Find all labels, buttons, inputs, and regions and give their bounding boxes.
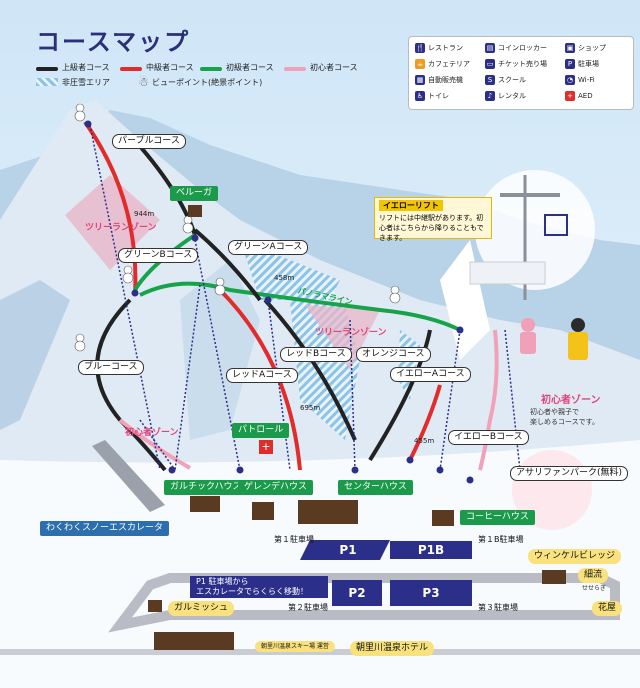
legend-intermediate: 中級者コース	[146, 63, 194, 72]
winkel-village-label: ウィンケルビレッジ	[528, 549, 622, 564]
hotel-label: 朝里川温泉ホテル	[350, 641, 435, 656]
facility-item: ♿トイレ	[415, 91, 449, 101]
hotel-building-icon	[154, 632, 234, 650]
vending-icon: ▦	[415, 75, 425, 85]
wifi-icon: ◔	[565, 75, 575, 85]
building-center: センターハウス	[338, 480, 413, 495]
zone-tree-run-1: ツリーランゾーン	[85, 223, 157, 233]
galchick-house-icon	[190, 496, 220, 512]
parking-lot-2-label: 第２駐車場	[288, 603, 328, 612]
novice-zone-description: 初心者や親子で 楽しめるコースです。	[530, 408, 599, 426]
course-label-orange: オレンジコース	[356, 347, 431, 362]
facility-item: ◔Wi-Fi	[565, 75, 595, 85]
legend-advanced: 上級者コース	[62, 63, 110, 72]
building-galchick: ガルチックハウス	[164, 480, 248, 495]
facility-item: 🍴レストラン	[415, 43, 463, 53]
p1-escalator-note: P1 駐車場から エスカレータでらくらく移動！	[190, 576, 328, 598]
aed-icon: +	[565, 91, 575, 101]
legend-intermediate-swatch	[120, 67, 142, 71]
course-label-green-a: グリーンAコース	[228, 240, 309, 255]
parking-lot-1b-label: 第１B駐車場	[478, 535, 524, 544]
rental-icon: ♪	[485, 91, 495, 101]
zone-novice-2: 初心者ゾーン	[541, 395, 601, 406]
legend-ungroomed-swatch	[36, 78, 58, 86]
hosoryu-sub-label: せせらぎ	[582, 585, 607, 592]
ticket-icon: ▭	[485, 59, 495, 69]
elevation-455: 455m	[414, 437, 435, 445]
parking-p1b: P1B	[390, 541, 472, 559]
parking-p1: P1	[318, 541, 378, 559]
elevation-695: 695m	[300, 404, 321, 412]
parking-lot-1-label: 第１駐車場	[274, 535, 314, 544]
legend-novice: 初心者コース	[310, 63, 358, 72]
course-label-yellow-b: イエローBコース	[448, 430, 529, 445]
legend-novice-swatch	[284, 67, 306, 71]
toilet-icon: ♿	[415, 91, 425, 101]
building-gelende: ゲレンデハウス	[238, 480, 314, 495]
legend-beginner-swatch	[200, 67, 222, 71]
restaurant-icon: 🍴	[415, 43, 425, 53]
building-patrol: パトロール	[232, 423, 290, 438]
yellow-lift-text: リフトには中継駅があります。初心者はこちらから降りることもできます。	[379, 214, 484, 242]
elevation-944: 944m	[134, 210, 155, 218]
course-label-red-a: レッドAコース	[226, 368, 298, 383]
building-coffee: コーヒーハウス	[460, 510, 535, 525]
gelende-house-icon	[252, 502, 274, 520]
garumisshu-icon	[148, 600, 162, 612]
locker-icon: ▤	[485, 43, 495, 53]
parking-lot-3-label: 第３駐車場	[478, 603, 518, 612]
hotel-tag: 朝里川温泉スキー場 運営	[255, 641, 335, 652]
facility-item: ▦自動販売機	[415, 75, 463, 85]
patrol-cross-icon: +	[259, 440, 273, 454]
course-label-blue: ブルーコース	[78, 360, 144, 375]
page-title: コースマップ	[36, 28, 191, 56]
cafe-icon: ☕	[415, 59, 425, 69]
facility-item: +AED	[565, 91, 593, 101]
course-label-yellow-a: イエローAコース	[390, 367, 471, 382]
hosoryu-label: 細流	[578, 568, 609, 583]
escalator-label: わくわくスノーエスカレータ	[40, 521, 170, 536]
facility-item: ▣ショップ	[565, 43, 606, 53]
hanaya-label: 花屋	[592, 601, 623, 616]
parking-p2: P2	[332, 580, 382, 606]
facility-item: ▭チケット売り場	[485, 59, 547, 69]
asahi-park-label: アサリファンパーク(無料)	[510, 466, 629, 481]
elevation-458: 458m	[274, 274, 295, 282]
snowman-icon: ☃	[138, 75, 149, 89]
center-house-icon	[298, 500, 358, 524]
beluga-hut-icon	[188, 205, 202, 217]
legend-viewpoint: ビューポイント(絶景ポイント)	[152, 78, 263, 87]
yellow-lift-title: イエローリフト	[379, 200, 443, 211]
coffee-house-icon	[432, 510, 454, 526]
zone-tree-run-2: ツリーランゾーン	[315, 328, 387, 338]
building-beluga: ベルーガ	[170, 186, 219, 201]
course-label-green-b: グリーンBコース	[118, 248, 199, 263]
yellow-lift-note: イエローリフト リフトには中継駅があります。初心者はこちらから降りることもできま…	[374, 197, 492, 242]
parking-icon: P	[565, 59, 575, 69]
legend-beginner: 初級者コース	[226, 63, 274, 72]
legend-advanced-swatch	[36, 67, 58, 71]
shop-icon: ▣	[565, 43, 575, 53]
course-label-purple: パープルコース	[112, 134, 186, 149]
school-icon: S	[485, 75, 495, 85]
facility-item: ☕カフェテリア	[415, 59, 470, 69]
legend-ungroomed: 非圧雪エリア	[62, 78, 110, 87]
facility-item: ▤コインロッカー	[485, 43, 547, 53]
garumisshu-label: ガルミッシュ	[168, 601, 235, 616]
zone-novice-1: 初心者ゾーン	[125, 428, 179, 438]
winkel-village-icon	[542, 570, 566, 584]
facility-legend: 🍴レストラン ☕カフェテリア ▦自動販売機 ♿トイレ ▤コインロッカー ▭チケッ…	[408, 36, 634, 110]
parking-p3: P3	[390, 580, 472, 606]
course-label-red-b: レッドBコース	[280, 347, 352, 362]
facility-item: ♪レンタル	[485, 91, 526, 101]
